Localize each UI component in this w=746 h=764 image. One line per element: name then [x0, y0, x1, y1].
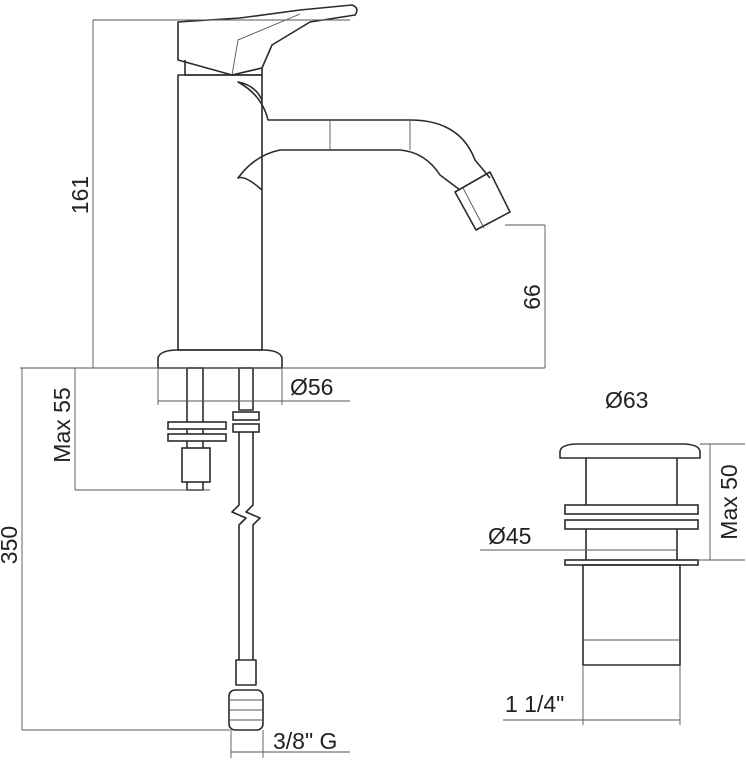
drain-cap-diameter-label: Ø63 [605, 387, 648, 413]
flexible-hose [228, 367, 264, 731]
max-thickness-label: Max 55 [49, 387, 75, 462]
height-dimension-label: 161 [67, 176, 93, 214]
hose-thread-label: 3/8" G [273, 728, 337, 754]
faucet-base [157, 349, 283, 369]
faucet-lever [177, 4, 358, 76]
faucet-drawing: 161 66 Ø56 Max 55 350 3/8" G [0, 4, 546, 758]
drain-thread-label: 1 1/4" [505, 691, 564, 717]
drain-body-diameter-label: Ø45 [488, 523, 531, 549]
drain-body [582, 564, 681, 666]
drain-drawing: Ø63 Max 50 Ø45 1 1/4" [480, 387, 745, 725]
faucet-spout [237, 81, 491, 191]
base-diameter-label: Ø56 [290, 374, 333, 400]
drain-cap [559, 443, 701, 459]
drain-max-thickness-label: Max 50 [716, 464, 742, 539]
faucet-body [177, 74, 263, 351]
spout-height-dimension-label: 66 [519, 284, 545, 310]
hose-length-label: 350 [0, 526, 22, 564]
faucet-nozzle [454, 171, 511, 231]
